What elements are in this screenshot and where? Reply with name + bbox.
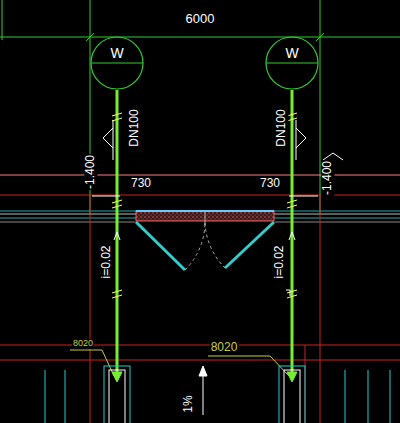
slope-arrows bbox=[114, 232, 295, 296]
drain-code: 8020 bbox=[72, 339, 94, 349]
elevation-text: -1.400 bbox=[321, 160, 334, 196]
slope-text: 1% bbox=[182, 394, 195, 413]
slope-text: i=0.02 bbox=[100, 244, 113, 279]
well-label: W bbox=[265, 36, 319, 61]
pipe-size: DN100 bbox=[128, 108, 141, 147]
slope-text: i=0.02 bbox=[273, 244, 286, 279]
well-circle: W bbox=[265, 36, 319, 90]
floor-drains bbox=[45, 366, 390, 423]
well-circle: W bbox=[90, 36, 144, 90]
building-lines bbox=[0, 175, 400, 423]
drain-code: 8020 bbox=[210, 341, 239, 354]
door-symbol bbox=[136, 211, 274, 270]
dimension-text: 730 bbox=[259, 177, 281, 190]
elevation-text: -1.400 bbox=[84, 154, 97, 190]
drain-pipes bbox=[117, 90, 292, 380]
leader-lines bbox=[70, 350, 289, 376]
pipe-size: DN100 bbox=[275, 108, 288, 147]
dimension-text: 6000 bbox=[185, 12, 216, 26]
dimension-text: 730 bbox=[130, 177, 152, 190]
circle-outline bbox=[265, 36, 319, 90]
slope-arrow bbox=[199, 366, 207, 415]
well-label: W bbox=[90, 36, 144, 61]
circle-outline bbox=[90, 36, 144, 90]
dimension-lines bbox=[0, 0, 400, 215]
